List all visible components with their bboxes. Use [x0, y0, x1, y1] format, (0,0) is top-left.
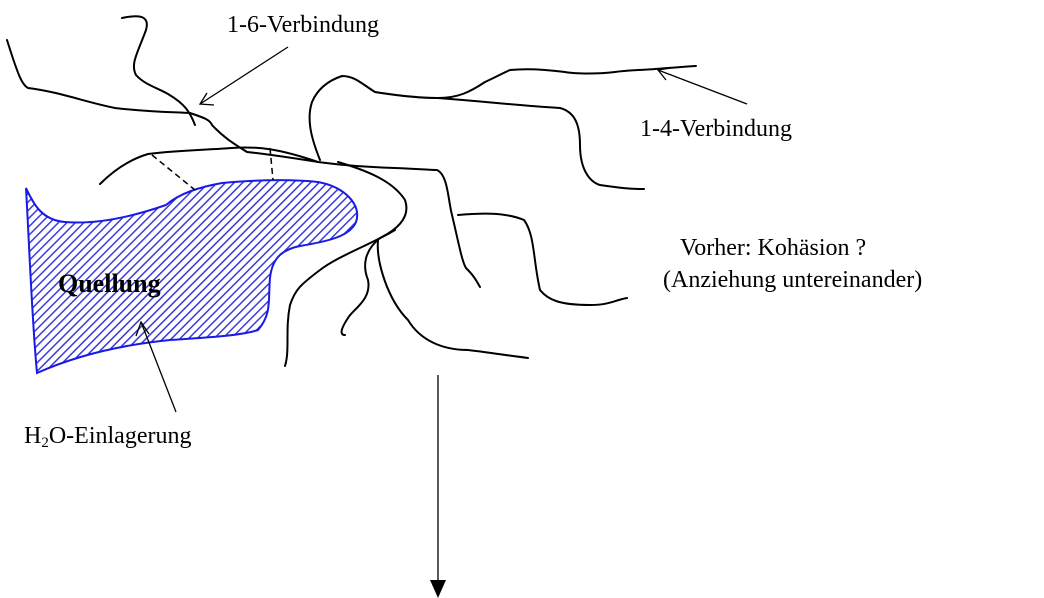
chain-top-branch	[121, 15, 196, 126]
label-water-intercalation: H2O-Einlagerung	[24, 422, 191, 457]
chain-top-left-branch	[6, 39, 248, 153]
label-1-4-bond: 1-4-Verbindung	[640, 116, 792, 142]
chain-long-right	[308, 65, 697, 161]
dashed-connector-right	[269, 147, 274, 181]
chain-lower-left	[99, 146, 319, 185]
chain-middle-descending	[337, 161, 408, 336]
dashed-connector-left	[151, 154, 196, 191]
pointer-14-line	[657, 69, 748, 105]
water-subscript: 2	[41, 435, 49, 451]
pointer-14-arrowhead	[656, 67, 672, 81]
water-h: H	[24, 423, 42, 449]
chain-lower-middle	[376, 239, 529, 359]
arrow-down-icon	[430, 580, 446, 598]
pointer-16-arrowhead	[198, 92, 215, 106]
label-1-6-bond: 1-6-Verbindung	[227, 12, 379, 38]
label-mutual-attraction: (Anziehung untereinander)	[663, 267, 923, 293]
pointer-16-line	[199, 46, 289, 105]
chain-right-loop	[436, 97, 645, 190]
chain-left-descending	[284, 229, 396, 367]
label-swelling: Quellung	[58, 269, 161, 298]
label-before-cohesion: Vorher: Kohäsion ?	[680, 235, 867, 261]
water-rest: O-Einlagerung	[48, 423, 192, 449]
chain-lower-right	[457, 212, 628, 306]
pointer-water-arrowhead	[135, 320, 150, 337]
pointer-water-line	[140, 321, 177, 413]
swelling-region	[25, 179, 359, 375]
